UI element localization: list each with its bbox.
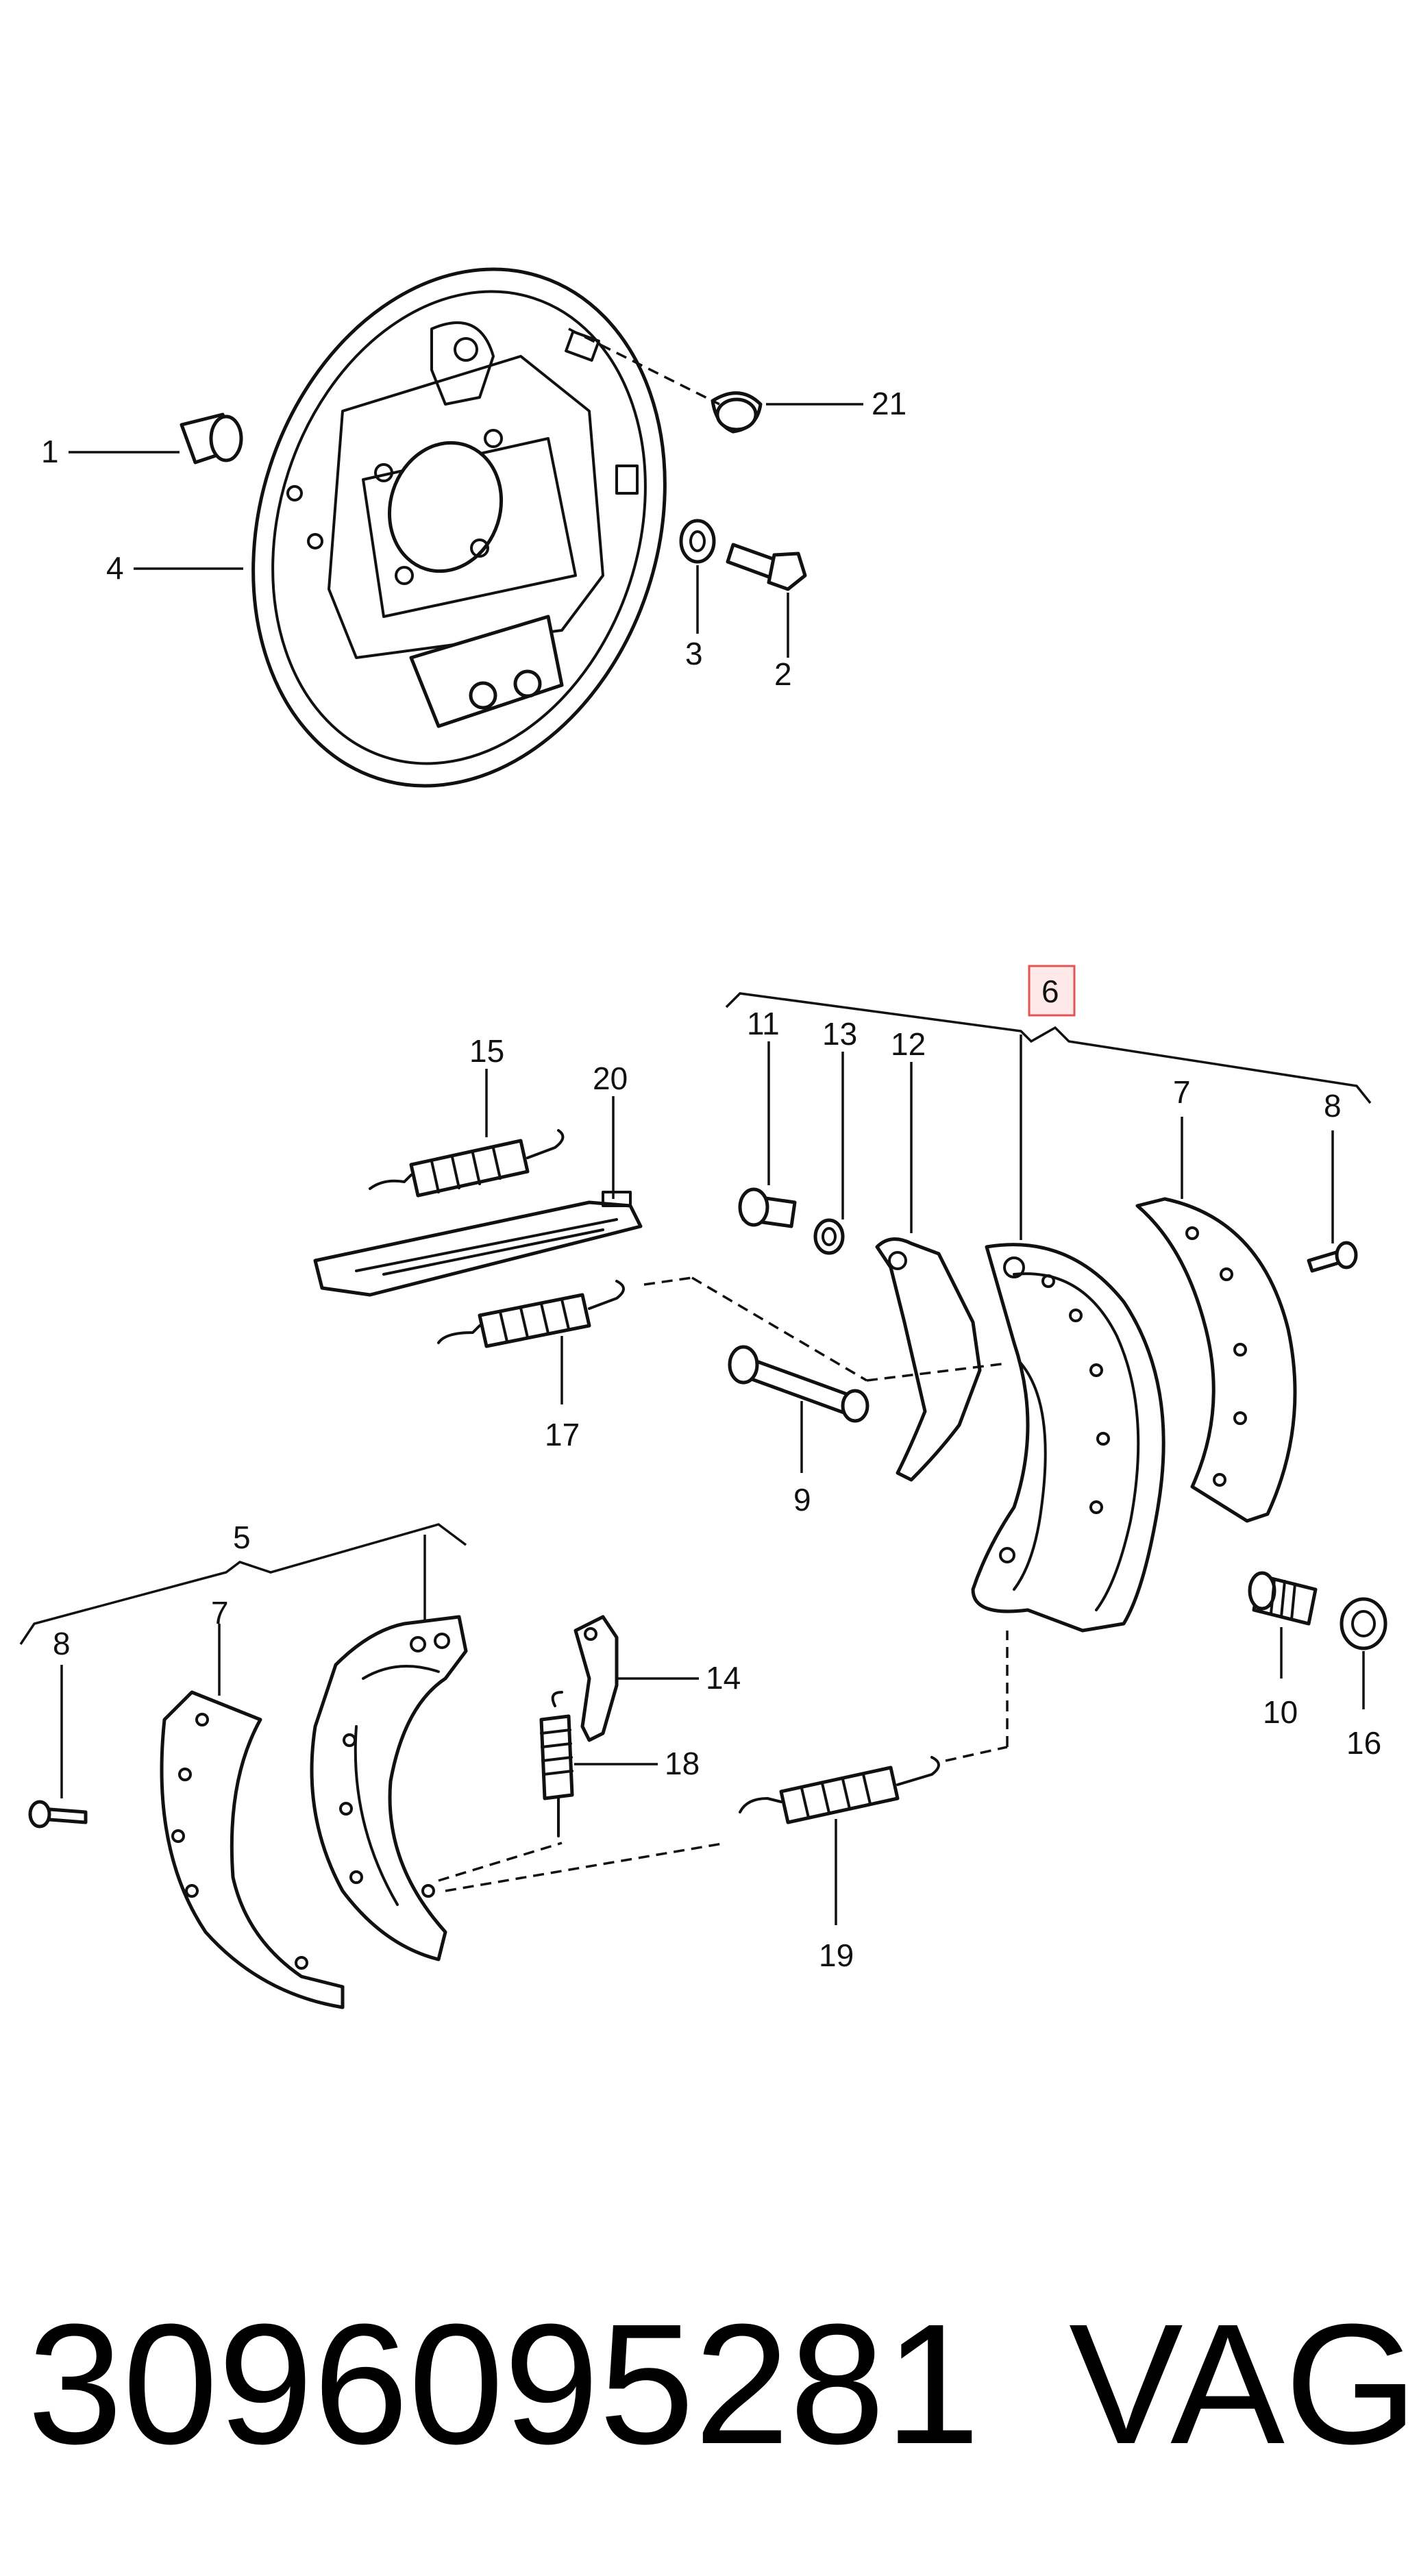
callout-4: 4 bbox=[106, 550, 124, 586]
lever-part bbox=[875, 1237, 982, 1482]
callout-5: 5 bbox=[233, 1520, 251, 1555]
callout-11: 11 bbox=[747, 1006, 780, 1041]
callout-19: 19 bbox=[819, 1937, 854, 1973]
callout-8-left: 8 bbox=[53, 1626, 71, 1661]
spring-17 bbox=[437, 1280, 625, 1348]
callout-20: 20 bbox=[593, 1061, 628, 1096]
spring-19 bbox=[739, 1756, 940, 1824]
rivet-8-left bbox=[28, 1800, 88, 1829]
washer-part bbox=[679, 519, 716, 564]
callout-6-highlight bbox=[1028, 965, 1076, 1017]
clip-part bbox=[813, 1218, 845, 1255]
spring-15 bbox=[369, 1129, 565, 1198]
callout-13: 13 bbox=[822, 1016, 857, 1052]
backing-plate bbox=[251, 267, 667, 788]
small-spring-part bbox=[1248, 1571, 1318, 1626]
callout-6: 6 bbox=[1041, 974, 1059, 1009]
bushing-part bbox=[180, 412, 243, 465]
rivet-8-right bbox=[1307, 1241, 1358, 1273]
callout-12: 12 bbox=[891, 1026, 926, 1062]
brake-shoe-5 bbox=[310, 1615, 468, 1961]
brake-shoe-6 bbox=[971, 1243, 1165, 1633]
bolt-part bbox=[726, 543, 807, 591]
callout-7-left: 7 bbox=[211, 1595, 229, 1631]
adjuster-strut-20 bbox=[313, 1191, 643, 1297]
callout-8-right: 8 bbox=[1324, 1088, 1342, 1124]
brake-lining-7-right bbox=[1135, 1197, 1297, 1523]
callout-2: 2 bbox=[774, 656, 792, 692]
callout-9: 9 bbox=[793, 1482, 811, 1518]
callout-18: 18 bbox=[665, 1746, 700, 1781]
callout-15: 15 bbox=[469, 1033, 504, 1069]
callout-16: 16 bbox=[1346, 1725, 1381, 1761]
callout-10: 10 bbox=[1263, 1694, 1298, 1730]
long-pin-part bbox=[728, 1345, 869, 1423]
spring-18 bbox=[539, 1691, 574, 1837]
brake-lining-7-left bbox=[160, 1690, 345, 2009]
plug-part bbox=[711, 391, 763, 434]
callout-14: 14 bbox=[706, 1660, 741, 1696]
callout-17: 17 bbox=[545, 1417, 580, 1452]
pin-part bbox=[738, 1187, 797, 1228]
callout-7-right: 7 bbox=[1173, 1074, 1191, 1110]
callout-3: 3 bbox=[685, 636, 703, 671]
callout-21: 21 bbox=[872, 386, 906, 421]
cup-part bbox=[1340, 1597, 1387, 1650]
small-lever-part bbox=[573, 1615, 619, 1742]
callout-1: 1 bbox=[41, 434, 59, 469]
part-number: 3096095281 bbox=[27, 2288, 980, 2479]
brand-name: VAG bbox=[1069, 2288, 1418, 2479]
